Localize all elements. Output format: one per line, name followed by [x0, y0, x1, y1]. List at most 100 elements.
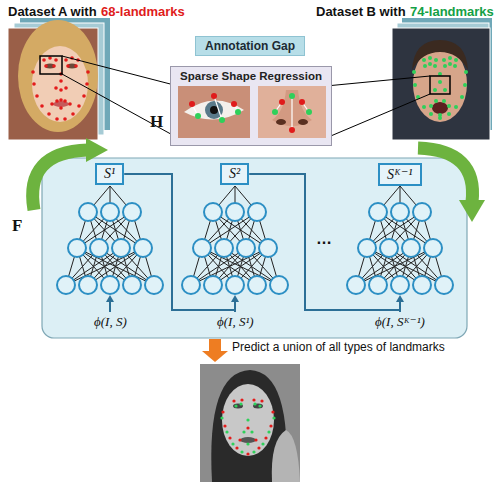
landmark-dot — [442, 58, 446, 62]
cycle-arrows — [33, 138, 485, 222]
neuron — [57, 276, 75, 294]
module-letter: F — [12, 216, 22, 236]
landmark-dot — [254, 438, 257, 441]
result-photo — [200, 364, 300, 482]
neuron — [90, 239, 108, 257]
neuron — [413, 276, 431, 294]
neuron — [226, 276, 244, 294]
landmark-dot — [234, 404, 237, 407]
landmark-dot — [448, 56, 452, 60]
landmark-dot — [239, 402, 242, 405]
landmark-dot — [260, 399, 263, 402]
neuron — [259, 239, 277, 257]
landmark-dot — [413, 83, 417, 87]
landmark-dot — [242, 430, 245, 433]
neuron — [369, 276, 387, 294]
landmark-dot — [246, 426, 249, 429]
neuron — [358, 239, 376, 257]
landmark-dot — [63, 117, 67, 121]
cascade-panel — [42, 158, 467, 338]
neuron — [182, 276, 200, 294]
landmark-dot — [55, 117, 59, 121]
neuron — [204, 203, 222, 221]
feature-label: ϕ(I, Sᴷ⁻¹) — [375, 314, 425, 330]
landmark-dot — [220, 416, 223, 419]
landmark-dot — [246, 418, 249, 421]
neuron — [347, 276, 365, 294]
neuron — [101, 203, 119, 221]
landmark-dot — [59, 106, 63, 110]
neuron — [79, 276, 97, 294]
landmark-dot — [412, 70, 416, 74]
landmark-dot — [54, 86, 58, 90]
neuron — [380, 239, 398, 257]
landmark-dot — [55, 99, 59, 103]
landmark-dot — [74, 64, 78, 68]
landmark-dot — [252, 450, 255, 453]
landmark-dot — [225, 430, 228, 433]
landmark-dot — [423, 64, 427, 68]
stage-output-box: S¹ — [95, 163, 124, 185]
landmark-dot — [422, 58, 426, 62]
landmark-dot — [453, 64, 457, 68]
landmark-dot — [434, 58, 438, 62]
landmark-dot — [454, 58, 458, 62]
stage-feedback-lines — [124, 174, 400, 310]
neuron — [215, 239, 233, 257]
dataset-title: Dataset B with — [316, 4, 406, 19]
node-label: S¹ — [104, 166, 115, 182]
stage-output-box: Sᴷ⁻¹ — [378, 163, 422, 186]
stage-output-box: S² — [220, 163, 249, 185]
landmark-dot — [64, 86, 68, 90]
landmark-dot — [428, 62, 432, 66]
neuron — [204, 276, 222, 294]
neuron — [424, 239, 442, 257]
node-label: Sparse Shape Regression — [171, 70, 331, 82]
landmark-dot — [232, 399, 235, 402]
neuron — [391, 276, 409, 294]
landmark-dot — [50, 102, 54, 106]
module-letter: H — [150, 112, 163, 132]
landmark-dot — [447, 112, 451, 116]
landmark-dot — [257, 446, 260, 449]
landmark-dot — [460, 95, 464, 99]
landmark-dot — [428, 56, 432, 60]
annotation-gap-box: Annotation Gap — [195, 36, 305, 56]
landmark-dot — [64, 58, 68, 62]
neuron — [237, 239, 255, 257]
feedback-line — [124, 174, 235, 310]
landmark-dot — [463, 83, 467, 87]
panel-ground — [170, 66, 332, 146]
landmark-dot — [253, 402, 256, 405]
neuron — [145, 276, 163, 294]
landmark-dot — [86, 70, 90, 74]
neuron — [391, 203, 409, 221]
landmark-dot — [31, 70, 35, 74]
landmark-dot — [47, 112, 51, 116]
landmark-dot — [85, 82, 89, 86]
landmark-count: 74-landmarks — [410, 4, 494, 19]
neuron — [226, 203, 244, 221]
landmark-dot — [442, 99, 446, 103]
node-label: Annotation Gap — [205, 39, 295, 53]
landmark-dot — [240, 398, 243, 401]
dataset-a-photos — [8, 18, 178, 140]
predict-arrow — [202, 339, 228, 362]
dataset-b-photos — [326, 18, 492, 140]
landmark-dot — [68, 102, 72, 106]
landmark-dot — [443, 88, 447, 92]
neuron — [369, 203, 387, 221]
landmark-dot — [246, 452, 249, 455]
ellipsis: … — [316, 230, 332, 248]
landmark-dot — [221, 410, 224, 413]
landmark-dot — [433, 88, 437, 92]
eye-inset — [178, 86, 250, 138]
landmark-dot — [269, 424, 272, 427]
feature-label: ϕ(I, S¹) — [217, 314, 254, 330]
input-arrowhead — [231, 295, 239, 302]
landmark-dot — [32, 82, 36, 86]
input-arrowhead — [106, 295, 114, 302]
landmark-dot — [252, 398, 255, 401]
landmark-dot — [447, 104, 451, 108]
